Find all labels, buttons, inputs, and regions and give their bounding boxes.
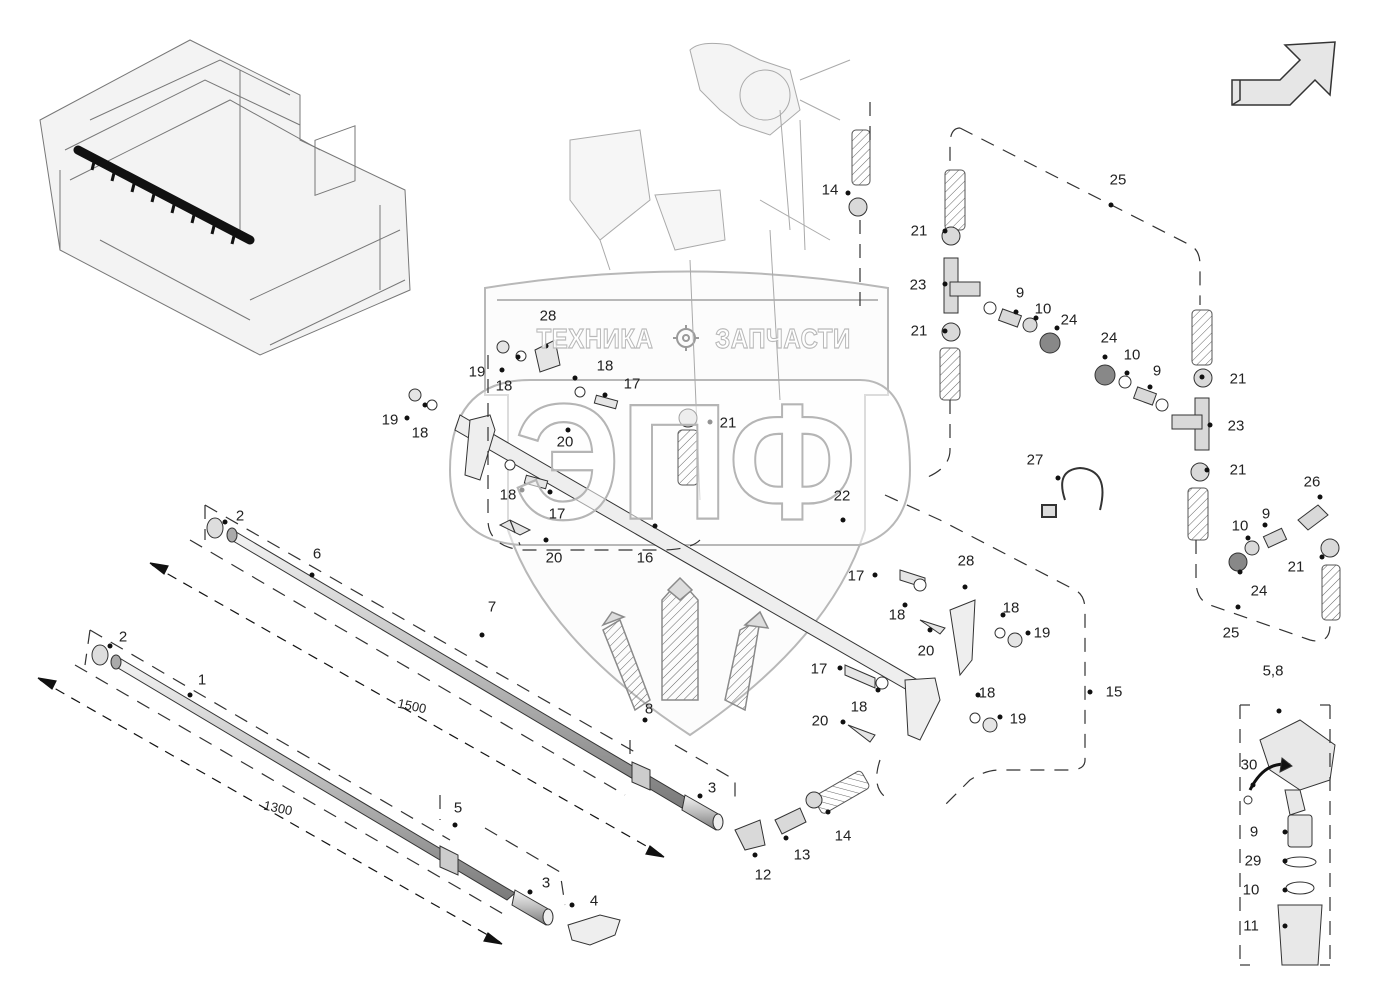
callout-8: 8 bbox=[644, 700, 654, 718]
callout-12: 12 bbox=[754, 866, 772, 884]
callout-9: 9 bbox=[1015, 284, 1025, 302]
callout-18: 18 bbox=[495, 377, 513, 395]
harvester-body bbox=[39, 39, 411, 356]
callout-6: 6 bbox=[312, 545, 322, 563]
callout-18: 18 bbox=[411, 424, 429, 442]
nozzle-teeth bbox=[90, 157, 237, 245]
callout-2: 2 bbox=[118, 628, 128, 646]
callout-9: 9 bbox=[1249, 823, 1259, 841]
watermark-big-text: ЭПФ bbox=[513, 368, 858, 555]
callout-20: 20 bbox=[545, 549, 563, 567]
callout-21: 21 bbox=[910, 322, 928, 340]
fittings bbox=[678, 197, 1340, 851]
callout-30: 30 bbox=[1240, 756, 1258, 774]
gear-logo bbox=[673, 325, 699, 351]
callout-19: 19 bbox=[1009, 710, 1027, 728]
callout-24: 24 bbox=[1250, 582, 1268, 600]
callout-20: 20 bbox=[556, 433, 574, 451]
wheat-emblem bbox=[601, 576, 770, 712]
pipe-6 bbox=[206, 517, 724, 831]
clip-ring bbox=[1041, 466, 1104, 518]
callout-5-8: 5,8 bbox=[1262, 662, 1284, 680]
callout-15: 15 bbox=[1105, 683, 1123, 701]
callout-10: 10 bbox=[1231, 517, 1249, 535]
callout-9: 9 bbox=[1152, 362, 1162, 380]
callout-26: 26 bbox=[1303, 473, 1321, 491]
callout-23: 23 bbox=[909, 276, 927, 294]
callout-2: 2 bbox=[235, 507, 245, 525]
callout-13: 13 bbox=[793, 846, 811, 864]
callout-10: 10 bbox=[1034, 300, 1052, 318]
callout-27: 27 bbox=[1026, 451, 1044, 469]
callout-21: 21 bbox=[719, 414, 737, 432]
hoses bbox=[677, 129, 1341, 814]
callout-3: 3 bbox=[541, 874, 551, 892]
callout-24: 24 bbox=[1100, 329, 1118, 347]
callout-18: 18 bbox=[499, 486, 517, 504]
callout-23: 23 bbox=[1227, 417, 1245, 435]
direction-arrow bbox=[1231, 41, 1336, 106]
callout-19: 19 bbox=[381, 411, 399, 429]
callout-10: 10 bbox=[1123, 346, 1141, 364]
callout-20: 20 bbox=[917, 642, 935, 660]
callout-9: 9 bbox=[1261, 505, 1271, 523]
callout-28-top: 28 bbox=[539, 307, 557, 325]
callout-18: 18 bbox=[888, 606, 906, 624]
callout-4: 4 bbox=[589, 892, 599, 910]
callout-24: 24 bbox=[1060, 311, 1078, 329]
inset-box bbox=[1240, 704, 1330, 966]
callout-21: 21 bbox=[1229, 461, 1247, 479]
leader-lines bbox=[74, 95, 1331, 965]
pipe-1 bbox=[91, 644, 621, 946]
callout-17: 17 bbox=[810, 660, 828, 678]
leader-dots bbox=[107, 190, 1325, 929]
callout-11: 11 bbox=[1243, 917, 1259, 935]
callout-17: 17 bbox=[548, 505, 566, 523]
callout-10: 10 bbox=[1242, 881, 1260, 899]
inset-detail bbox=[1243, 719, 1336, 966]
callout-21: 21 bbox=[910, 222, 928, 240]
callout-16: 16 bbox=[636, 549, 654, 567]
callout-1: 1 bbox=[197, 671, 207, 689]
callout-14: 14 bbox=[834, 827, 852, 845]
callout-19: 19 bbox=[468, 363, 486, 381]
callout-18: 18 bbox=[1002, 599, 1020, 617]
callout-14: 14 bbox=[821, 181, 839, 199]
callout-21: 21 bbox=[1229, 370, 1247, 388]
callout-18: 18 bbox=[596, 357, 614, 375]
callout-18: 18 bbox=[978, 684, 996, 702]
nozzle-bar bbox=[73, 145, 255, 245]
callout-7: 7 bbox=[487, 598, 497, 616]
dimension-arrows bbox=[37, 562, 665, 945]
callout-22: 22 bbox=[833, 487, 851, 505]
callout-3: 3 bbox=[707, 779, 717, 797]
callout-20: 20 bbox=[811, 712, 829, 730]
callout-5: 5 bbox=[453, 799, 463, 817]
callout-19: 19 bbox=[1033, 624, 1051, 642]
callout-25: 25 bbox=[1109, 171, 1127, 189]
callout-25: 25 bbox=[1222, 624, 1240, 642]
callout-18: 18 bbox=[850, 698, 868, 716]
callout-29: 29 bbox=[1244, 852, 1262, 870]
callout-21: 21 bbox=[1287, 558, 1305, 576]
watermark-left-text: ТЕХНИКА bbox=[536, 323, 654, 355]
callout-17: 17 bbox=[847, 567, 865, 585]
bolts-washers bbox=[408, 339, 1023, 743]
watermark-right-text: ЗАПЧАСТИ bbox=[715, 323, 851, 355]
pump-assembly bbox=[569, 42, 851, 501]
callout-28-bottom: 28 bbox=[957, 552, 975, 570]
callout-17: 17 bbox=[623, 375, 641, 393]
